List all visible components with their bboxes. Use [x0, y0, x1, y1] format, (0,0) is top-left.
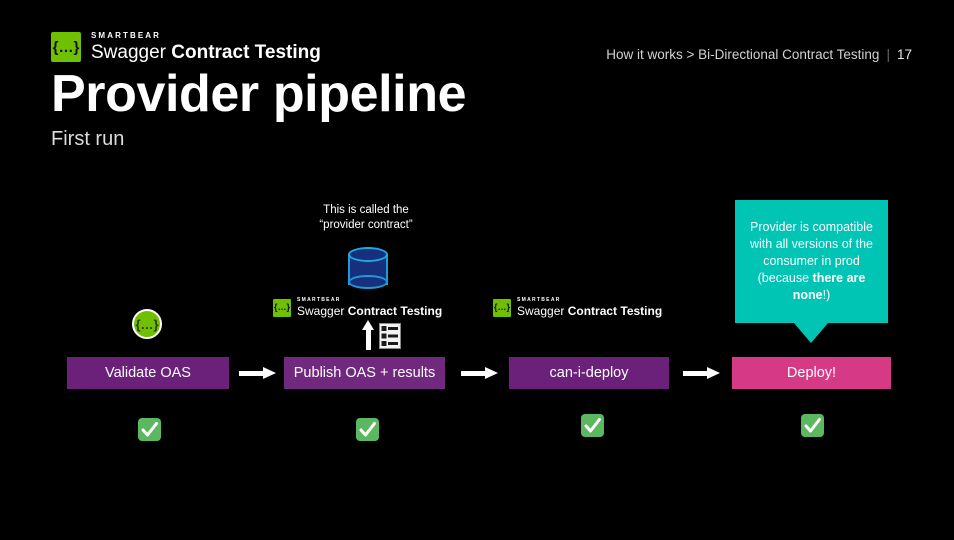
- provider-contract-annotation: This is called the “provider contract”: [296, 203, 436, 234]
- product-name-contract-testing: Contract Testing: [347, 304, 443, 318]
- pipeline-arrow-icon: [461, 367, 499, 379]
- pipeline-arrow-icon: [683, 367, 721, 379]
- page-subtitle: First run: [51, 128, 125, 150]
- slide-number: 17: [896, 47, 912, 62]
- smartbear-text: SMARTBEAR: [517, 297, 561, 303]
- swagger-braces-icon: {…}: [273, 298, 291, 317]
- pipeline-arrow-icon: [239, 367, 277, 379]
- pipeline-stage-can-i-deploy[interactable]: can-i-deploy: [509, 357, 669, 389]
- database-bottom: [348, 275, 388, 289]
- annotation-line-2: “provider contract”: [319, 219, 413, 232]
- breadcrumb: How it works > Bi-Directional Contract T…: [606, 47, 912, 62]
- product-name-swagger: Swagger: [297, 304, 345, 318]
- product-name-swagger: Swagger: [517, 304, 565, 318]
- pipeline-stage-validate-oas[interactable]: Validate OAS: [67, 357, 229, 389]
- pipeline-stage-publish-oas-results[interactable]: Publish OAS + results: [284, 357, 445, 389]
- swagger-api-icon: {…}: [132, 309, 162, 339]
- callout-text-after: !): [822, 287, 831, 302]
- database-cylinder-icon: [348, 247, 388, 291]
- breadcrumb-separator: |: [886, 47, 890, 62]
- brand-wordmark: SMARTBEAR Swagger Contract Testing: [91, 32, 321, 63]
- check-mark-icon: [801, 414, 824, 437]
- check-mark-glyph: [584, 418, 601, 433]
- pipeline-stage-deploy[interactable]: Deploy!: [732, 357, 891, 389]
- smartbear-swagger-logo: {…} SMARTBEAR Swagger Contract Testing: [51, 32, 321, 63]
- results-document-icon: [379, 323, 401, 349]
- check-mark-glyph: [359, 422, 376, 437]
- product-name: Swagger Contract Testing: [297, 305, 442, 318]
- arrow-shaft: [461, 371, 487, 376]
- annotation-line-1: This is called the: [323, 204, 409, 216]
- upload-arrow-icon: [362, 320, 375, 350]
- smartbear-swagger-logo-publish: {…} SMARTBEAR Swagger Contract Testing: [273, 298, 442, 318]
- callout-text-emphasis: there are none: [792, 270, 866, 302]
- arrow-shaft: [683, 371, 709, 376]
- swagger-braces-icon: {…}: [51, 32, 81, 63]
- check-mark-icon: [356, 418, 379, 441]
- product-name-swagger: Swagger: [91, 42, 166, 63]
- brand-wordmark: SMARTBEAR Swagger Contract Testing: [297, 298, 442, 318]
- check-mark-glyph: [804, 418, 821, 433]
- page-title: Provider pipeline: [51, 65, 467, 123]
- swagger-braces-icon: {…}: [493, 298, 511, 317]
- product-name-contract-testing: Contract Testing: [171, 42, 321, 63]
- arrow-head: [263, 367, 276, 379]
- brand-wordmark: SMARTBEAR Swagger Contract Testing: [517, 298, 662, 318]
- product-name: Swagger Contract Testing: [517, 305, 662, 318]
- smartbear-text: SMARTBEAR: [297, 297, 341, 303]
- callout-text: Provider is compatible with all versions…: [745, 219, 878, 303]
- arrow-head: [707, 367, 720, 379]
- check-mark-icon: [581, 414, 604, 437]
- breadcrumb-path: How it works > Bi-Directional Contract T…: [606, 47, 880, 62]
- callout-text-before: Provider is compatible with all versions…: [750, 220, 873, 285]
- smartbear-swagger-logo-can-i-deploy: {…} SMARTBEAR Swagger Contract Testing: [493, 298, 662, 318]
- smartbear-text: SMARTBEAR: [91, 31, 162, 40]
- arrow-head: [485, 367, 498, 379]
- upload-arrow-shaft: [366, 328, 371, 350]
- product-name-contract-testing: Contract Testing: [567, 304, 663, 318]
- product-name: Swagger Contract Testing: [91, 43, 321, 63]
- check-mark-glyph: [141, 422, 158, 437]
- database-top: [348, 247, 388, 262]
- upload-arrow-head: [362, 320, 374, 330]
- check-mark-icon: [138, 418, 161, 441]
- callout-pointer: [794, 323, 828, 343]
- provider-compatibility-callout: Provider is compatible with all versions…: [735, 200, 888, 323]
- arrow-shaft: [239, 371, 265, 376]
